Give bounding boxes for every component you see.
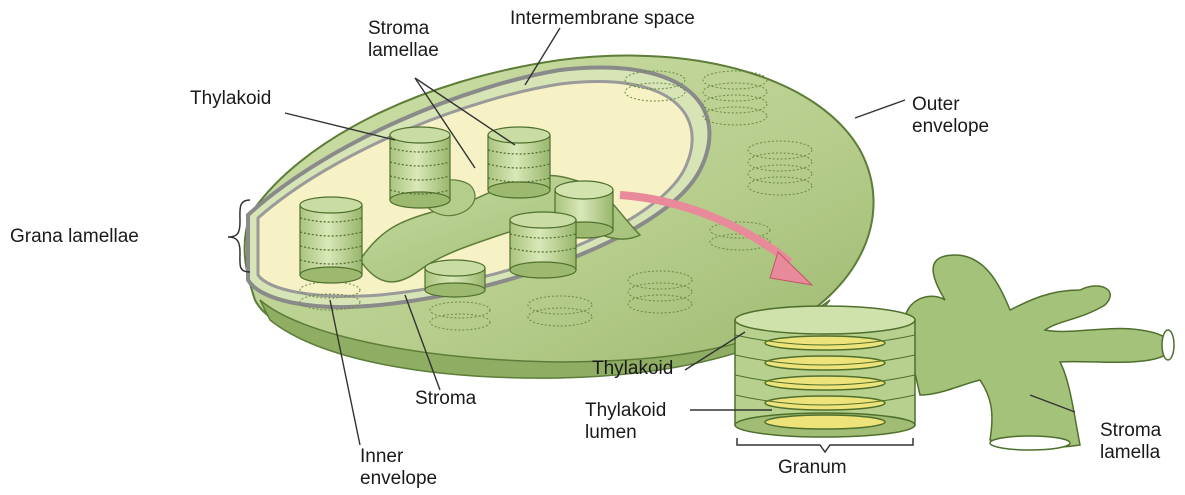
label-grana-lamellae: Grana lamellae (10, 226, 139, 248)
label-thylakoid-lumen: Thylakoid lumen (585, 400, 666, 444)
label-thylakoid-top: Thylakoid (190, 88, 271, 110)
label-intermembrane-space: Intermembrane space (510, 8, 695, 30)
label-stroma-lamella-line2: lamella (1100, 442, 1161, 464)
label-outer-envelope-line1: Outer (912, 94, 989, 116)
label-stroma-lamellae-line1: Stroma (368, 18, 439, 40)
label-granum: Granum (778, 457, 847, 479)
label-thylakoid-lumen-line2: lumen (585, 422, 666, 444)
label-stroma-lamellae: Stroma lamellae (368, 18, 439, 62)
label-stroma-lamellae-line2: lamellae (368, 40, 439, 62)
label-inner-envelope-line2: envelope (360, 468, 437, 490)
label-stroma: Stroma (415, 388, 476, 410)
granum-bracket (737, 438, 913, 452)
label-stroma-lamella-line1: Stroma (1100, 420, 1161, 442)
label-outer-envelope-line2: envelope (912, 116, 989, 138)
granum-detail (735, 306, 915, 437)
label-thylakoid-detail: Thylakoid (592, 358, 673, 380)
label-thylakoid-lumen-line1: Thylakoid (585, 400, 666, 422)
label-stroma-lamella: Stroma lamella (1100, 420, 1161, 464)
label-inner-envelope: Inner envelope (360, 446, 437, 490)
label-inner-envelope-line1: Inner (360, 446, 437, 468)
label-outer-envelope: Outer envelope (912, 94, 989, 138)
